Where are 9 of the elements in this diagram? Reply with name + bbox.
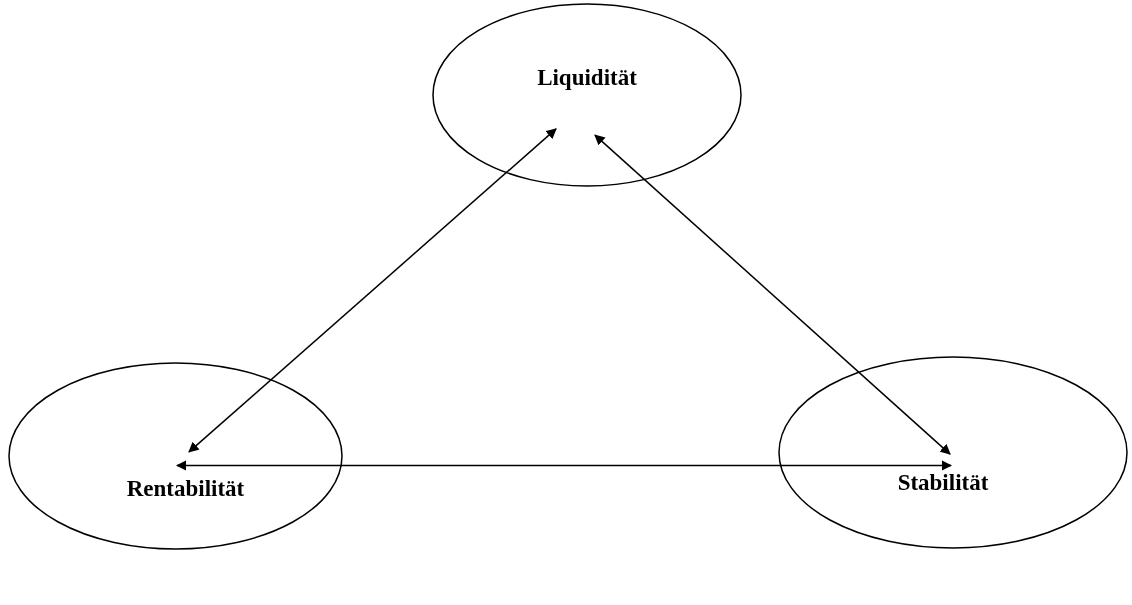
node-label: Stabilität xyxy=(897,471,989,494)
ellipse-node xyxy=(8,362,343,550)
node-label: Liquidität xyxy=(537,65,637,89)
double-arrow xyxy=(594,134,951,455)
double-arrow xyxy=(188,128,557,453)
ellipse-node xyxy=(432,3,742,187)
ellipse-node xyxy=(778,356,1128,549)
double-arrow xyxy=(175,460,953,471)
node-label: Rentabilität xyxy=(126,476,245,500)
